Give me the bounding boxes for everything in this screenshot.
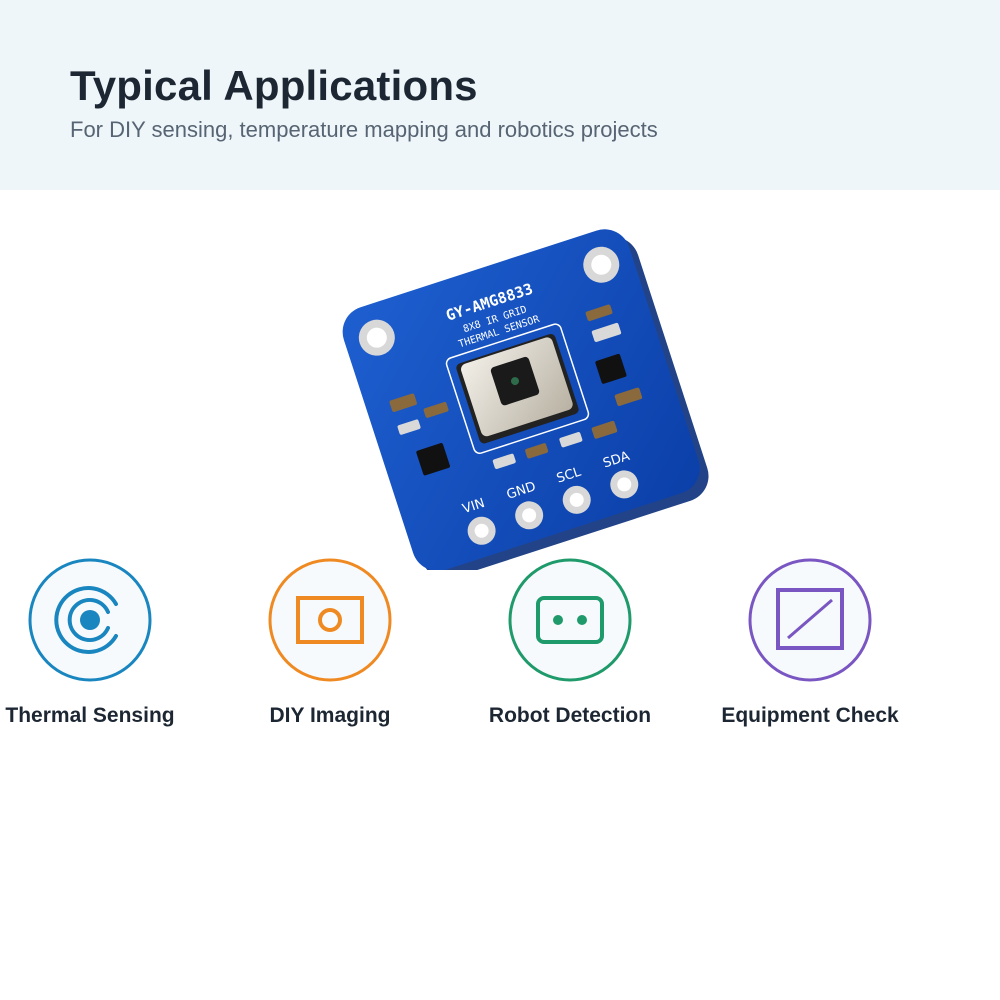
check-slash-icon — [748, 558, 872, 682]
camera-frame-icon — [268, 558, 392, 682]
sensor-board-image: GY-AMG8833 8X8 IR GRID THERMAL SENSOR VI… — [342, 229, 709, 570]
pin-label-scl: SCL — [555, 464, 584, 486]
page-subtitle: For DIY sensing, temperature mapping and… — [70, 117, 658, 142]
pin-label-vin: VIN — [461, 496, 487, 517]
app-label-diy-imaging: DIY Imaging — [269, 704, 391, 727]
app-label-robot-detection: Robot Detection — [488, 704, 652, 727]
page-title: Typical Applications — [70, 62, 478, 109]
robot-face-icon — [508, 558, 632, 682]
thermal-target-icon — [28, 558, 152, 682]
app-label-equipment-check: Equipment Check — [721, 704, 899, 727]
app-label-thermal-sensing: Thermal Sensing — [5, 704, 175, 727]
header-banner: Typical Applications For DIY sensing, te… — [0, 0, 1000, 190]
